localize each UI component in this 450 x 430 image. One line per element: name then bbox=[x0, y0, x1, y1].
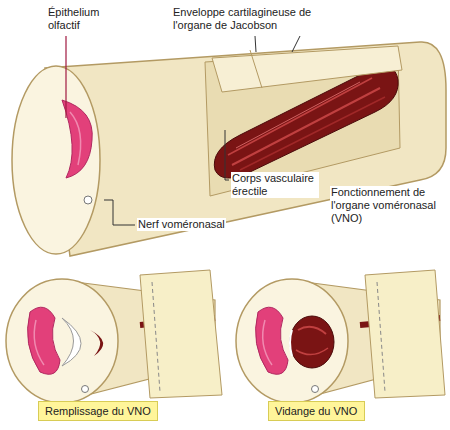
emptying-section bbox=[236, 270, 445, 403]
caption-text: Vidange du VNO bbox=[269, 402, 364, 420]
leader-lines bbox=[65, 36, 66, 118]
nerve-section bbox=[84, 196, 92, 204]
cartilage-flap bbox=[212, 46, 402, 92]
filling-section bbox=[6, 270, 222, 403]
tube-body bbox=[45, 42, 446, 256]
part-label: Épithelium olfactif bbox=[47, 6, 121, 32]
caption-box: Remplissage du VNO bbox=[38, 401, 158, 421]
caption-box: Vidange du VNO bbox=[268, 401, 365, 421]
part-label: Nerf voméronasal bbox=[137, 218, 226, 231]
caption-text: Remplissage du VNO bbox=[39, 402, 157, 420]
figure-title: Fonctionnement de l'organe voméronasal (… bbox=[330, 186, 446, 225]
part-label: Enveloppe cartilagineuse de l'organe de … bbox=[172, 6, 339, 32]
part-label: Corps vasculaire érectile bbox=[231, 172, 319, 198]
cross-section-face bbox=[12, 66, 100, 254]
